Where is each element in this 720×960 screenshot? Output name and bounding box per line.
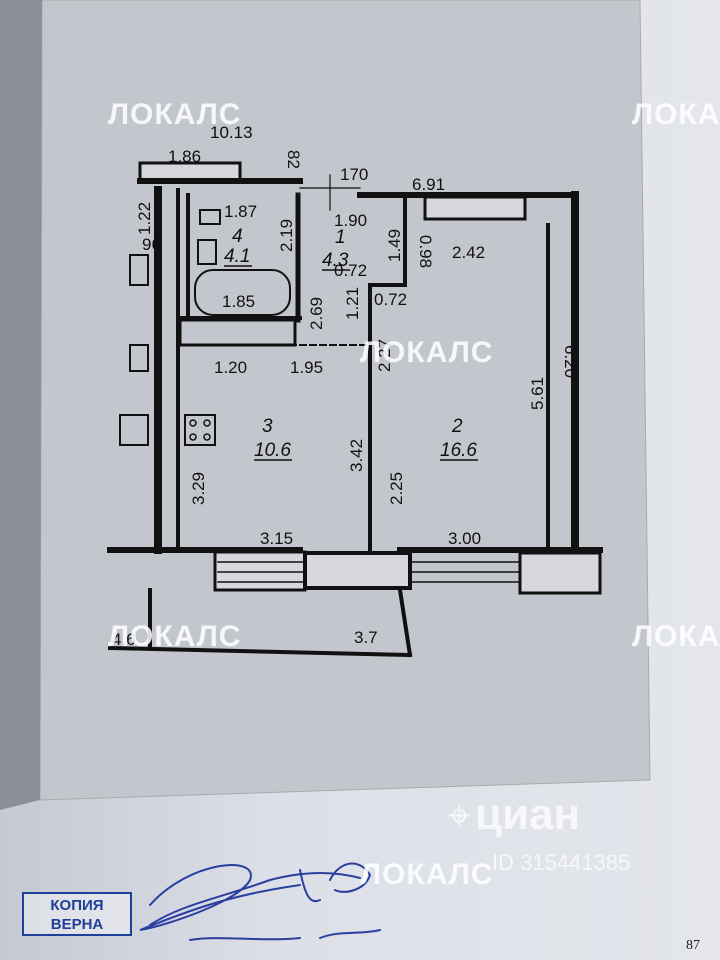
dim-315: 3.15 xyxy=(260,529,293,548)
dim-195: 1.95 xyxy=(290,358,323,377)
room-4-number: 4 xyxy=(232,226,243,247)
dim-37: 3.7 xyxy=(354,628,378,647)
dim-691: 6.91 xyxy=(412,175,445,194)
dim-190: 1.90 xyxy=(334,211,367,230)
room-2-number: 2 xyxy=(451,416,463,437)
watermark-center: ЛОКАЛС xyxy=(360,336,494,369)
copy-verified-stamp: КОПИЯ ВЕРНА xyxy=(22,892,132,936)
dim-line-170 xyxy=(299,174,361,211)
dim-121: 1.21 xyxy=(343,287,362,320)
dim-122: 1.22 xyxy=(135,202,154,235)
room-4-area: 4.1 xyxy=(224,246,250,267)
outside-fixture-2 xyxy=(129,254,149,286)
corridor-wall-top xyxy=(368,198,407,287)
dim-620: 6.20 xyxy=(561,345,580,378)
location-pin-icon: ⌖ xyxy=(448,794,471,838)
dim-187: 1.87 xyxy=(224,202,257,221)
window-top xyxy=(423,195,527,221)
window-bottom-left xyxy=(217,561,306,583)
watermark-bottom-center: ЛОКАЛС xyxy=(360,858,494,891)
dim-342: 3.42 xyxy=(347,439,366,472)
dim-072a: 0.72 xyxy=(334,261,367,280)
dim-219: 2.19 xyxy=(277,219,296,252)
dim-170: 170 xyxy=(340,165,368,184)
dim-82: 82 xyxy=(284,150,303,169)
stamp-line-1: КОПИЯ xyxy=(50,897,104,914)
bottom-block-mid xyxy=(303,551,412,590)
watermark-bottom-right: ЛОКАЛС xyxy=(632,620,720,653)
dim-96: 96 xyxy=(142,235,161,254)
dim-185: 1.85 xyxy=(222,292,255,311)
dim-072b: 0.72 xyxy=(374,290,407,309)
page-shadow xyxy=(0,0,42,810)
stamp-line-2: ВЕРНА xyxy=(50,916,104,933)
bottom-block-left xyxy=(213,550,307,592)
watermark-top-left: ЛОКАЛС xyxy=(108,98,242,131)
dim-225: 2.25 xyxy=(387,472,406,505)
dim-186: 1.86 xyxy=(168,147,201,166)
dim-098: 0.98 xyxy=(416,235,435,268)
watermark-bottom-left: ЛОКАЛС xyxy=(108,620,242,653)
dim-149: 1.49 xyxy=(385,229,404,262)
room-1-area: 4.3 xyxy=(322,250,349,271)
room-3-number: 3 xyxy=(262,416,273,437)
dim-300: 3.00 xyxy=(448,529,481,548)
page-number: 87 xyxy=(686,938,700,953)
outside-fixture xyxy=(129,344,149,372)
dim-46: 4.6 xyxy=(112,630,136,649)
watermark-top-right: ЛОКАЛС xyxy=(632,98,720,131)
floor-plan xyxy=(107,161,603,658)
dim-242: 2.42 xyxy=(452,243,485,262)
room-2-area: 16.6 xyxy=(440,440,477,461)
signature xyxy=(139,862,381,941)
kitchen-cabinets xyxy=(178,318,297,347)
room-3-area: 10.6 xyxy=(254,440,291,461)
stove xyxy=(184,414,216,446)
dim-269: 2.69 xyxy=(307,297,326,330)
dim-120: 1.20 xyxy=(214,358,247,377)
dim-227: 2.27 xyxy=(375,339,394,372)
outside-stove xyxy=(119,414,149,446)
window-bottom-right xyxy=(409,561,521,583)
cian-watermark: ⌖ циан xyxy=(448,790,580,840)
bath-tub xyxy=(194,269,291,316)
toilet xyxy=(199,209,221,225)
header-fragment: 10.13 xyxy=(210,123,253,142)
dim-329: 3.29 xyxy=(189,472,208,505)
bottom-block-right xyxy=(518,551,602,595)
dim-561: 5.61 xyxy=(528,377,547,410)
cian-logo: циан xyxy=(474,790,581,839)
cian-id: ID 315441385 xyxy=(492,850,631,875)
balcony-bottom xyxy=(107,587,413,658)
sink xyxy=(197,239,217,265)
room-1-number: 1 xyxy=(335,227,346,248)
